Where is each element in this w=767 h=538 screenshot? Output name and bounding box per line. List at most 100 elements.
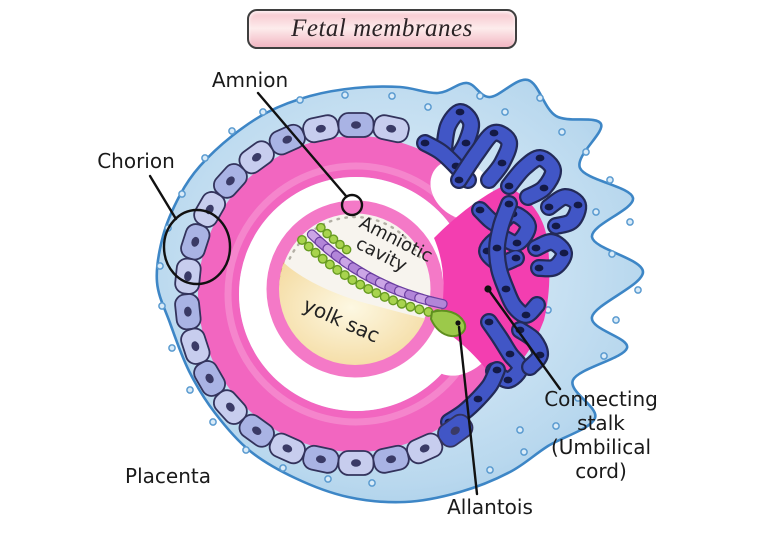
stroma-dot xyxy=(259,108,267,116)
cell-nucleus xyxy=(351,121,361,129)
stroma-dot xyxy=(424,103,432,111)
page-title: Fetal membranes xyxy=(291,15,473,42)
villus-nucleus xyxy=(534,264,544,272)
ectoderm-bead xyxy=(322,228,332,239)
stroma-dot xyxy=(209,418,217,426)
connecting-stalk-leader xyxy=(486,287,562,391)
stroma-dot xyxy=(476,92,484,100)
endoderm-bead xyxy=(332,264,343,275)
villus-nucleus xyxy=(512,239,522,247)
villus-chain xyxy=(527,232,573,278)
endoderm-bead xyxy=(317,253,328,264)
villus-nucleus xyxy=(501,285,511,293)
stroma-dot xyxy=(178,190,186,198)
villus-nucleus xyxy=(473,395,483,403)
trophoblast-cell xyxy=(337,112,375,138)
chorion-loop xyxy=(162,208,232,286)
endoderm-bead xyxy=(355,279,366,290)
leader-lines xyxy=(148,91,562,496)
stroma-dot xyxy=(612,316,620,324)
allantois-shape xyxy=(429,309,467,338)
villus-nucleus xyxy=(489,129,499,137)
trophoblast-cell xyxy=(212,389,248,425)
allantois-label: Allantois xyxy=(447,495,533,519)
stroma-dot xyxy=(388,92,396,100)
title-box: Fetal membranes xyxy=(247,9,517,49)
ectoderm-bead xyxy=(316,222,326,233)
chorion-leader xyxy=(148,174,178,221)
cell-nucleus xyxy=(282,135,293,144)
trophoblast-cell xyxy=(193,360,226,397)
stroma-dot xyxy=(296,96,304,104)
cell-nucleus xyxy=(315,124,326,133)
stroma-dot xyxy=(520,448,528,456)
villus-nucleus xyxy=(551,222,561,230)
villus-nucleus xyxy=(504,182,514,190)
villus-nucleus xyxy=(492,244,502,252)
cell-nucleus xyxy=(282,444,293,453)
cell-nucleus xyxy=(386,455,397,464)
villus-nucleus xyxy=(420,139,430,147)
cell-nucleus xyxy=(386,124,397,133)
villus-nucleus xyxy=(492,366,502,374)
villus-nucleus xyxy=(573,201,583,209)
endoderm-bead xyxy=(388,295,399,306)
stroma-dot xyxy=(574,394,582,402)
trophoblast-cell xyxy=(406,432,444,465)
endoderm-bead xyxy=(396,298,407,309)
stroma-dot xyxy=(168,344,176,352)
placenta-label: Placenta xyxy=(125,464,211,488)
disc-cell xyxy=(424,295,448,310)
stroma-dot xyxy=(558,128,566,136)
stroma-dot xyxy=(242,446,250,454)
cell-nucleus xyxy=(226,176,235,186)
trophoblast-cell xyxy=(337,450,375,476)
endoderm-bead xyxy=(379,291,390,302)
stroma-dot xyxy=(279,464,287,472)
allantois-anchor-dot xyxy=(455,320,461,326)
stroma-dot xyxy=(501,108,509,116)
stroma-dot xyxy=(606,176,614,184)
stroma-dot xyxy=(626,218,634,226)
villus-nucleus xyxy=(503,376,513,384)
cell-nucleus xyxy=(351,459,361,467)
endoderm-bead xyxy=(339,270,350,281)
villus-chain xyxy=(450,123,519,189)
cell-nucleus xyxy=(205,373,214,384)
trophoblast-cells xyxy=(174,112,474,476)
cell-nucleus xyxy=(184,306,192,317)
endoderm-bead xyxy=(297,234,308,245)
stroma-dot xyxy=(634,286,642,294)
stroma-dot xyxy=(341,91,349,99)
villus-chain xyxy=(500,149,563,206)
endoderm-bead xyxy=(371,288,382,299)
villus-chain xyxy=(511,321,550,376)
cell-nucleus xyxy=(191,236,200,247)
endoderm-bead xyxy=(324,259,335,270)
villus-nucleus xyxy=(505,350,515,358)
amnion-leader xyxy=(256,91,348,198)
trophoblast-cell xyxy=(302,114,340,144)
trophoblast-cell xyxy=(238,140,275,175)
ectoderm-bead xyxy=(335,239,345,250)
stroma-dot xyxy=(516,426,524,434)
stroma-dot xyxy=(368,479,376,487)
villus-nucleus xyxy=(531,244,541,252)
ectoderm-bead xyxy=(341,244,352,255)
stroma-dot xyxy=(600,352,608,360)
stroma-dot xyxy=(608,250,616,258)
villus-nucleus xyxy=(504,200,514,208)
stroma-dot xyxy=(186,386,194,394)
villus-nucleus xyxy=(475,206,485,214)
cell-nucleus xyxy=(191,341,200,352)
endoderm-bead xyxy=(414,304,425,315)
stroma-dot xyxy=(486,466,494,474)
villus-nucleus xyxy=(521,311,531,319)
villus-nucleus xyxy=(511,254,521,262)
stroma-dot xyxy=(592,208,600,216)
chorion-label: Chorion xyxy=(97,149,175,173)
stroma-dot xyxy=(201,154,209,162)
svg-text:stalk: stalk xyxy=(577,411,625,435)
cell-nucleus xyxy=(419,444,430,453)
